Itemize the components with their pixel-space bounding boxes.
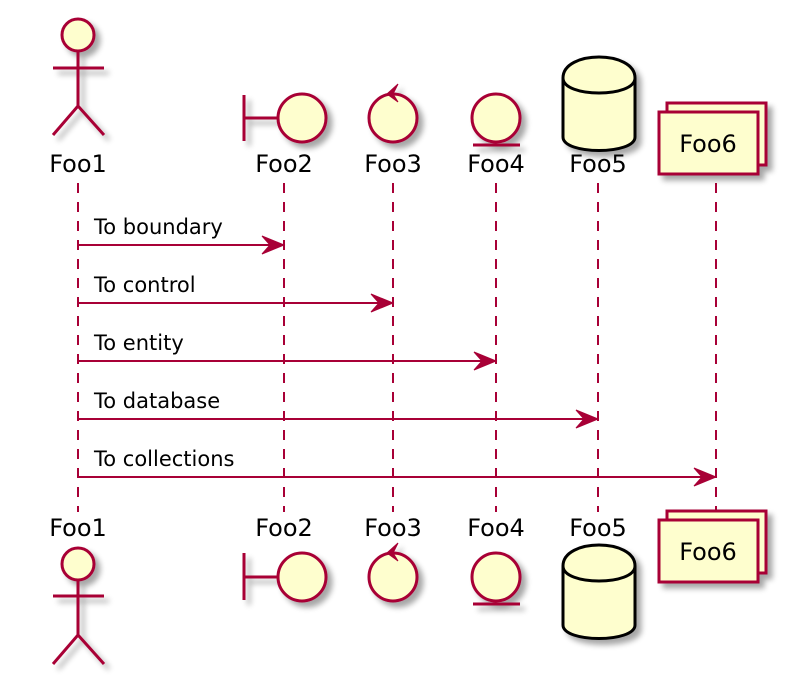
participant-label: Foo4	[467, 514, 525, 542]
collections-icon	[657, 509, 768, 584]
message-1[interactable]: To boundary	[78, 215, 286, 255]
participant-foo2-top[interactable]: Foo2	[242, 92, 328, 178]
message-label: To entity	[93, 331, 184, 355]
participant-label: Foo2	[255, 150, 313, 178]
participant-foo4-top[interactable]: Foo4	[467, 92, 525, 178]
participant-label: Foo5	[569, 514, 627, 542]
message-2[interactable]: To control	[78, 273, 395, 313]
arrow-head-icon	[261, 235, 286, 255]
actor-icon	[51, 546, 106, 666]
participant-label: Foo6	[679, 130, 737, 158]
control-icon	[367, 83, 419, 144]
participant-foo2-bottom[interactable]: Foo2	[242, 514, 328, 603]
participant-label: Foo5	[569, 150, 627, 178]
participant-foo1-top[interactable]: Foo1	[49, 17, 107, 178]
lifelines	[77, 183, 717, 512]
participant-label: Foo4	[467, 150, 525, 178]
participant-label: Foo1	[49, 150, 107, 178]
participant-label: Foo6	[679, 538, 737, 566]
entity-icon	[470, 551, 522, 606]
participant-foo6-bottom[interactable]: Foo6	[657, 509, 768, 584]
participant-label: Foo2	[255, 514, 313, 542]
database-icon	[561, 55, 637, 152]
participant-foo5-top[interactable]: Foo5	[561, 55, 637, 178]
message-label: To collections	[93, 447, 234, 471]
control-icon	[367, 542, 419, 603]
message-label: To boundary	[93, 215, 223, 239]
boundary-icon	[242, 92, 328, 144]
participant-foo4-bottom[interactable]: Foo4	[467, 514, 525, 606]
message-5[interactable]: To collections	[78, 447, 718, 487]
entity-icon	[470, 92, 522, 147]
participant-label: Foo1	[49, 514, 107, 542]
arrow-head-icon	[473, 351, 498, 371]
message-label: To control	[93, 273, 196, 297]
message-label: To database	[93, 389, 220, 413]
arrow-head-icon	[370, 293, 395, 313]
message-3[interactable]: To entity	[78, 331, 498, 371]
participant-foo3-top[interactable]: Foo3	[364, 83, 422, 178]
participant-foo5-bottom[interactable]: Foo5	[561, 514, 637, 640]
arrow-head-icon	[693, 467, 718, 487]
message-4[interactable]: To database	[78, 389, 600, 429]
collections-icon	[657, 101, 768, 176]
participant-label: Foo3	[364, 150, 422, 178]
actor-icon	[51, 17, 106, 137]
participant-foo6-top[interactable]: Foo6	[657, 101, 768, 176]
boundary-icon	[242, 551, 328, 603]
participant-foo1-bottom[interactable]: Foo1	[49, 514, 107, 666]
participant-foo3-bottom[interactable]: Foo3	[364, 514, 422, 603]
participant-label: Foo3	[364, 514, 422, 542]
arrow-head-icon	[575, 409, 600, 429]
database-icon	[561, 543, 637, 640]
